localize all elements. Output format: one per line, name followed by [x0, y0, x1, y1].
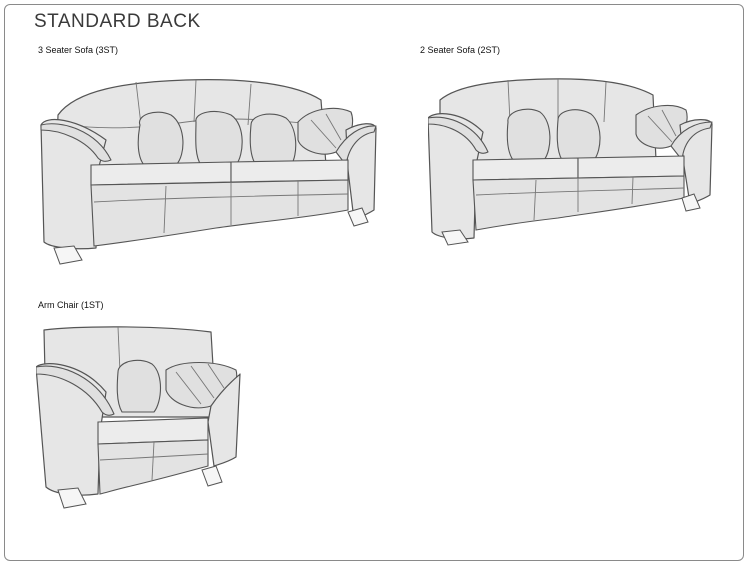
page-title: STANDARD BACK: [34, 11, 201, 32]
two-seater-label: 2 Seater Sofa (2ST): [420, 45, 501, 55]
page-frame: [4, 4, 744, 561]
two-seater-sofa-illustration: [428, 70, 718, 250]
arm-chair-illustration: [36, 322, 246, 522]
arm-chair-label: Arm Chair (1ST): [38, 300, 104, 310]
three-seater-label: 3 Seater Sofa (3ST): [38, 45, 119, 55]
three-seater-sofa-illustration: [36, 70, 381, 270]
